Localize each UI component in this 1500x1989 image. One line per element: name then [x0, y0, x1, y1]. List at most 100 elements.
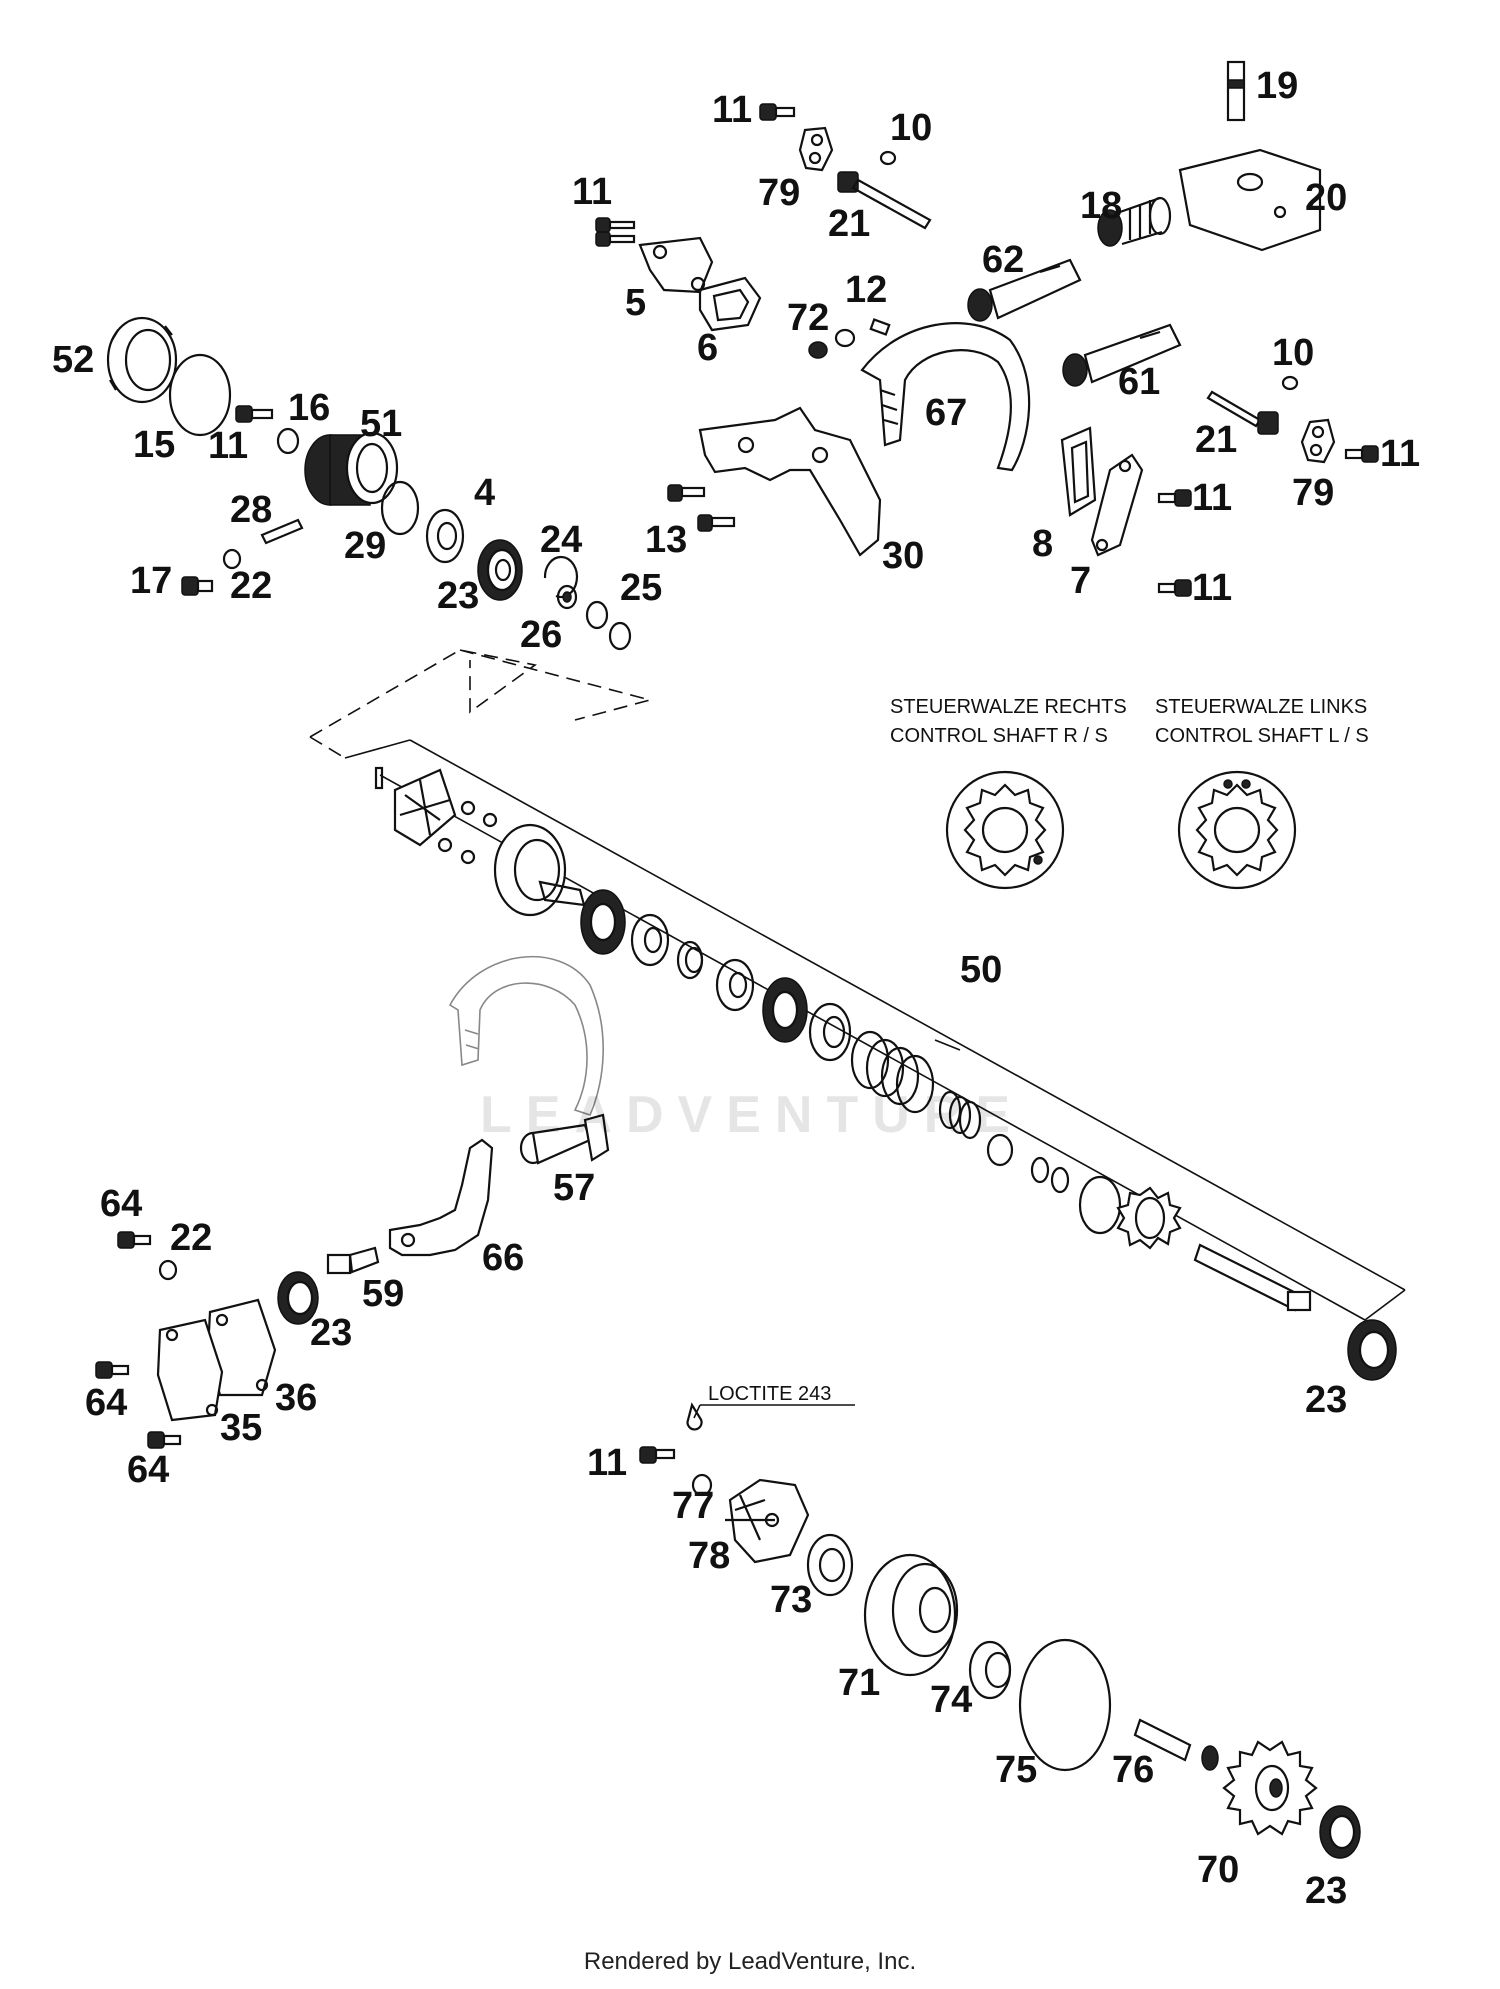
callout-25: 25 — [620, 567, 662, 609]
part-66-lever — [388, 1138, 494, 1257]
callout-59: 59 — [362, 1273, 404, 1315]
callout-57: 57 — [553, 1167, 595, 1209]
part-70-gear — [1222, 1740, 1318, 1836]
part-13-bolt-b — [697, 514, 736, 532]
part-64-bolt-c — [147, 1431, 182, 1449]
callout-15: 15 — [133, 424, 175, 466]
part-75-oring — [1018, 1638, 1112, 1772]
callout-16: 16 — [288, 387, 330, 429]
callout-labels: 11 10 19 79 21 20 11 18 62 5 6 12 72 52 … — [52, 65, 1420, 1912]
callout-30: 30 — [882, 535, 924, 577]
part-20-housing — [1178, 148, 1322, 252]
callout-18: 18 — [1080, 185, 1122, 227]
control-shaft-right-title: STEUERWALZE RECHTS — [890, 696, 1127, 718]
callout-52: 52 — [52, 339, 94, 381]
part-11-bolt-b — [759, 103, 796, 121]
part-11-bolt-pair — [595, 217, 636, 247]
callout-71: 71 — [838, 1662, 880, 1704]
callout-74: 74 — [930, 1679, 972, 1721]
part-12-pin — [869, 318, 891, 336]
callout-26: 26 — [520, 614, 562, 656]
callout-62: 62 — [982, 239, 1024, 281]
part-64-bolt-b — [95, 1361, 130, 1379]
part-72-nut — [808, 328, 856, 359]
part-11-bolt-f — [639, 1446, 676, 1464]
callout-28: 28 — [230, 489, 272, 531]
part-59-screw — [326, 1246, 380, 1275]
callout-7: 7 — [1070, 560, 1091, 602]
part-19-pin — [1226, 60, 1246, 122]
part-22-washer — [222, 548, 242, 570]
part-35-cover — [156, 1318, 224, 1422]
part-23-bearing-b — [277, 1271, 319, 1325]
part-10-oring-b — [1281, 375, 1299, 391]
callout-61: 61 — [1118, 361, 1160, 403]
callout-64: 64 — [85, 1382, 127, 1424]
callout-75: 75 — [995, 1749, 1037, 1791]
part-73-seal — [806, 1533, 854, 1597]
part-62-control-shaft — [967, 258, 1082, 322]
part-8-gasket — [1060, 426, 1097, 517]
part-26-washer — [556, 584, 578, 610]
part-4-washer — [425, 508, 465, 564]
callout-73: 73 — [770, 1579, 812, 1621]
callout-8: 8 — [1032, 523, 1053, 565]
part-57-shaft — [519, 1113, 610, 1165]
callout-4: 4 — [474, 472, 495, 514]
part-15-oring — [168, 353, 232, 437]
callout-36: 36 — [275, 1377, 317, 1419]
part-28-pin — [260, 518, 304, 545]
part-17-bolt — [181, 576, 214, 596]
part-18-spring — [1097, 196, 1172, 247]
callout-64: 64 — [100, 1183, 142, 1225]
callout-22: 22 — [230, 565, 272, 607]
part-23-bearing-d — [1319, 1805, 1361, 1859]
callout-78: 78 — [688, 1535, 730, 1577]
callout-11: 11 — [587, 1442, 627, 1484]
callout-35: 35 — [220, 1407, 262, 1449]
callout-29: 29 — [344, 525, 386, 567]
callout-21: 21 — [828, 203, 870, 245]
callout-51: 51 — [360, 403, 402, 445]
part-11-bolt-d — [1157, 489, 1192, 507]
part-23-bearing-c — [1347, 1319, 1397, 1381]
footer-credit: Rendered by LeadVenture, Inc. — [583, 1948, 917, 1975]
part-21-shaft-a — [837, 171, 932, 230]
part-7-cover — [1090, 453, 1144, 557]
part-25-washer-a — [585, 600, 609, 630]
loctite-note: LOCTITE 243 — [708, 1383, 831, 1405]
callout-23: 23 — [437, 575, 479, 617]
callout-79: 79 — [758, 172, 800, 214]
part-6-gasket — [698, 276, 762, 332]
callout-66: 66 — [482, 1237, 524, 1279]
part-21-shaft-b — [1206, 390, 1279, 435]
callout-23: 23 — [1305, 1870, 1347, 1912]
callout-50: 50 — [960, 949, 1002, 991]
part-30-plate — [698, 406, 882, 557]
callout-6: 6 — [697, 327, 718, 369]
part-76-shaft — [1133, 1718, 1219, 1771]
part-71-housing — [863, 1553, 959, 1677]
watermark: LEADVENTURE — [480, 1086, 1025, 1144]
part-29-oring — [380, 480, 420, 536]
callout-72: 72 — [787, 297, 829, 339]
callout-5: 5 — [625, 282, 646, 324]
callout-23: 23 — [1305, 1379, 1347, 1421]
callout-20: 20 — [1305, 177, 1347, 219]
callout-19: 19 — [1256, 65, 1298, 107]
part-79-plate-a — [798, 126, 834, 172]
part-5-bracket — [638, 236, 714, 294]
part-74-bearing — [968, 1640, 1012, 1700]
part-24-circlip — [543, 555, 579, 599]
callout-11: 11 — [1192, 567, 1232, 609]
callout-17: 17 — [130, 560, 172, 602]
part-77-washer — [691, 1473, 713, 1497]
callout-10: 10 — [890, 107, 932, 149]
callout-11: 11 — [572, 171, 612, 213]
part-11-bolt-e — [1157, 579, 1192, 597]
part-61-control-shaft — [1062, 323, 1182, 387]
callout-77: 77 — [672, 1485, 714, 1527]
part-51-sleeve — [304, 431, 399, 506]
callout-70: 70 — [1197, 1849, 1239, 1891]
